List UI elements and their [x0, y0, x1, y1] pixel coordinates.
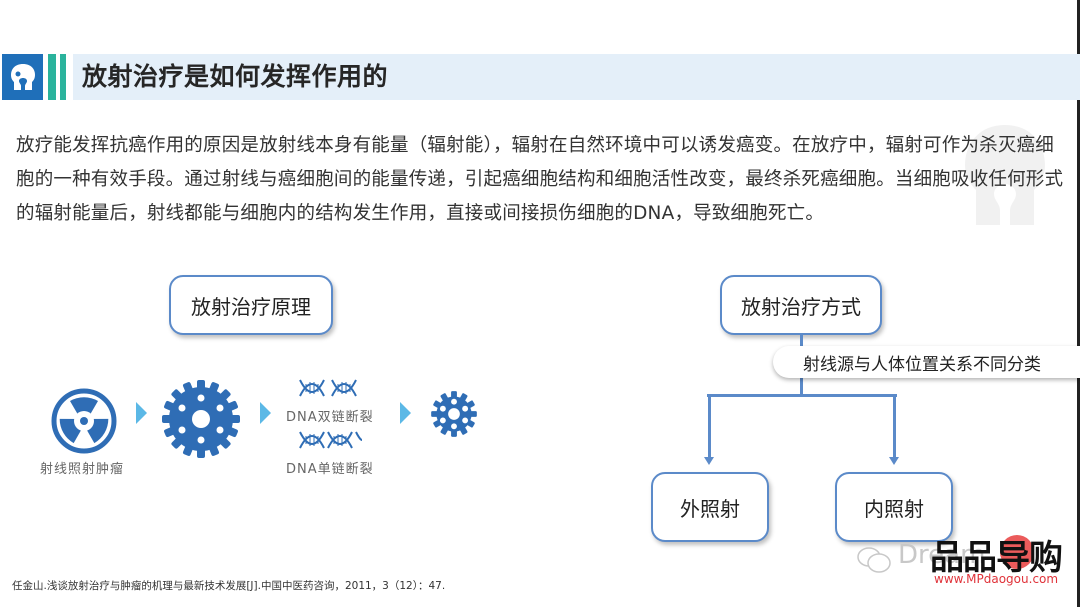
title-background [73, 54, 1080, 100]
wechat-icon [857, 547, 891, 573]
dna-double-break-icon [299, 379, 357, 397]
intro-paragraph: 放疗能发挥抗癌作用的原因是放射线本身有能量（辐射能），辐射在自然环境中可以诱发癌… [16, 135, 1064, 224]
external-radiation-label: 外照射 [680, 496, 740, 521]
step-label-irradiate: 射线照射肿瘤 [40, 462, 125, 477]
classification-text: 射线源与人体位置关系不同分类 [803, 354, 1041, 375]
brand-logo-mark [1000, 535, 1034, 569]
methods-title: 放射治疗方式 [741, 294, 861, 319]
accent-stripe [60, 54, 66, 100]
head-watermark-icon [965, 125, 1045, 225]
watermark-text: Dream [898, 540, 986, 570]
internal-radiation-label: 内照射 [864, 496, 924, 521]
arrow-right-icon [136, 402, 147, 424]
page-title: 放射治疗是如何发挥作用的 [82, 62, 389, 91]
accent-stripe [48, 54, 56, 100]
title-bar: 放射治疗是如何发挥作用的 [0, 54, 1080, 100]
branch-line-left [708, 397, 711, 459]
methods-title-box: 放射治疗方式 [720, 275, 882, 335]
principle-title-box: 放射治疗原理 [169, 275, 333, 335]
arrow-down-icon [704, 457, 714, 465]
branch-line-right [893, 397, 896, 459]
internal-radiation-box: 内照射 [835, 472, 953, 542]
dna-double-break-label: DNA双链断裂 [286, 410, 374, 425]
arrow-right-icon [260, 402, 271, 424]
logo [2, 54, 43, 100]
brand-logo: 品品导购 [930, 538, 1063, 578]
dna-single-break-label: DNA单链断裂 [286, 462, 374, 477]
large-cell-icon [162, 380, 240, 458]
external-radiation-box: 外照射 [651, 472, 769, 542]
dna-single-break-icon [299, 431, 363, 449]
principle-title: 放射治疗原理 [191, 294, 311, 319]
classification-label: 射线源与人体位置关系不同分类 [773, 346, 1080, 378]
citation: 任金山.浅谈放射治疗与肿瘤的机理与最新技术发展[J].中国中医药咨询，2011，… [12, 580, 446, 592]
right-border [1077, 0, 1080, 607]
arrow-right-icon [400, 402, 411, 424]
arrow-down-icon [889, 457, 899, 465]
small-cell-icon [431, 391, 477, 437]
radiation-icon [51, 388, 117, 454]
brand-url: www.MPdaogou.com [934, 572, 1059, 586]
head-profile-icon [10, 64, 35, 90]
branch-line [707, 394, 897, 397]
